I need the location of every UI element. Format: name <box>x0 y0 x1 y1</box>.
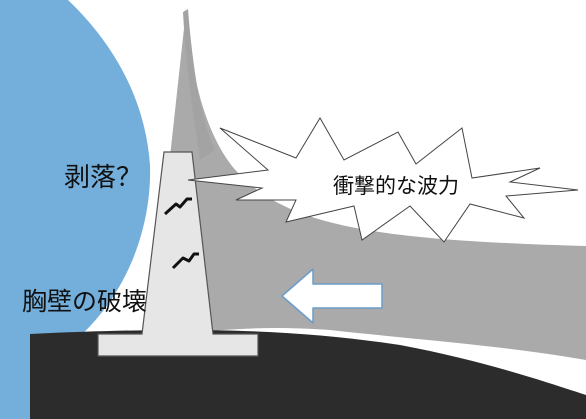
left-arrow-icon <box>281 268 383 324</box>
crack-mark-lower <box>171 252 199 270</box>
crack-mark-upper <box>163 197 192 216</box>
seawall <box>97 151 259 357</box>
spalling-label: 剥落？ <box>64 163 142 193</box>
sea-area <box>0 0 151 419</box>
wall-failure-label: 胸壁の破壊 <box>22 287 147 316</box>
impact-wave-force-label: 衝撃的な波力 <box>333 174 459 198</box>
impact-burst <box>187 117 579 243</box>
wave-mass <box>150 10 586 360</box>
wave-crest <box>183 9 215 160</box>
